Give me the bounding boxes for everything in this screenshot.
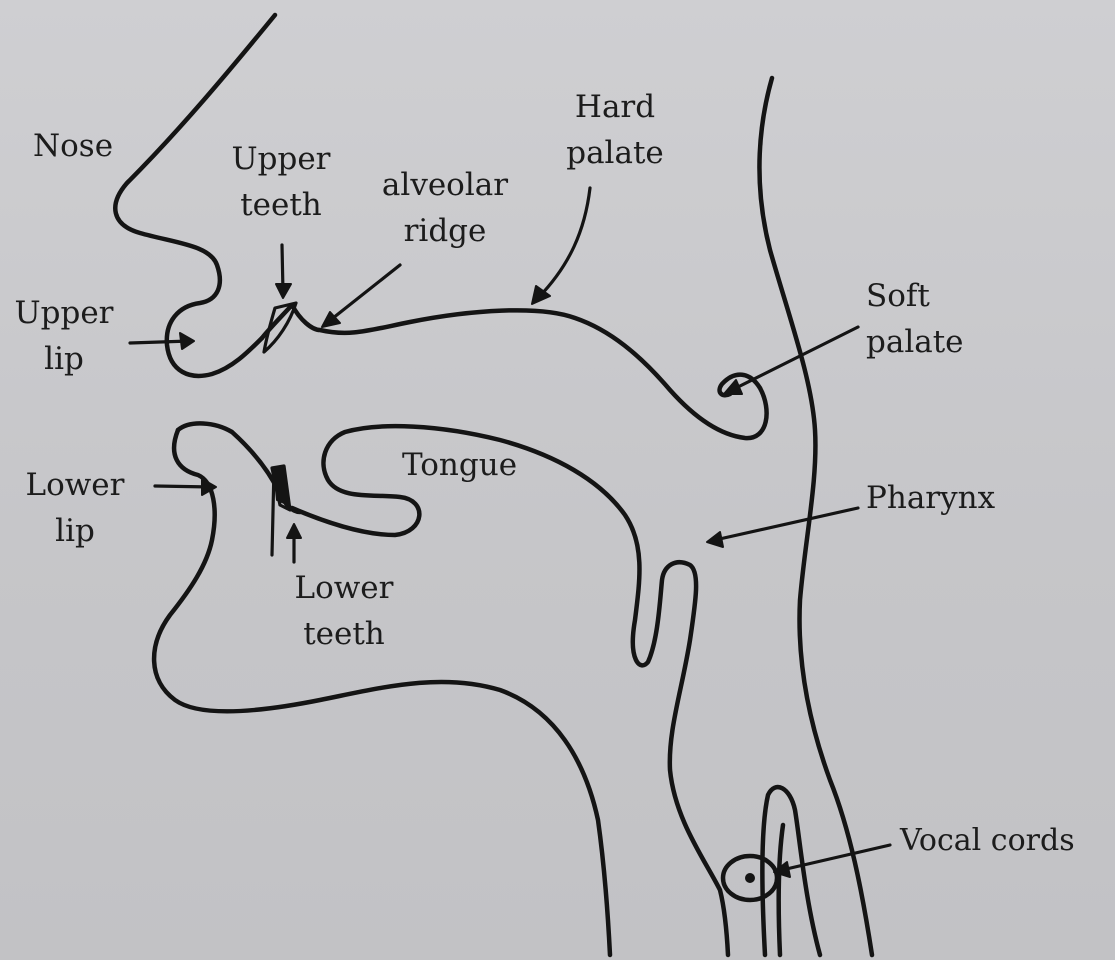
label-hard-palate-line1: Hard [555, 84, 675, 130]
label-alveolar-ridge-line2: ridge [366, 208, 524, 254]
label-lower-lip-line1: Lower [16, 462, 134, 508]
label-upper-teeth-line2: teeth [222, 182, 340, 228]
label-hard-palate: Hard palate [555, 84, 675, 176]
label-vocal-cords: Vocal cords [900, 818, 1075, 864]
label-alveolar-ridge: alveolar ridge [366, 162, 524, 254]
label-upper-lip: Upper lip [8, 290, 120, 382]
label-upper-lip-line1: Upper [8, 290, 120, 336]
label-pharynx: Pharynx [866, 475, 995, 521]
hard-palate-arrow [538, 188, 590, 298]
label-soft-palate: Soft palate [866, 273, 964, 365]
lower-lip-jaw-outline [154, 430, 610, 955]
label-soft-palate-line1: Soft [866, 273, 964, 319]
label-nose-line1: Nose [33, 123, 113, 169]
alveolar-ridge-arrow [328, 265, 400, 322]
larynx-outline [762, 787, 820, 955]
pharynx-arrowhead [707, 532, 723, 547]
label-nose: Nose [33, 123, 113, 169]
upper-lip-arrowhead [180, 333, 194, 349]
label-alveolar-ridge-line1: alveolar [366, 162, 524, 208]
label-upper-lip-line2: lip [8, 336, 120, 382]
pharynx-arrow [715, 508, 858, 540]
label-upper-teeth: Upper teeth [222, 136, 340, 228]
roof-of-mouth-outline [262, 305, 767, 438]
label-lower-teeth-line2: teeth [283, 611, 405, 657]
label-lower-teeth: Lower teeth [283, 565, 405, 657]
lower-teeth-arrowhead [287, 524, 301, 538]
label-tongue: Tongue [402, 442, 517, 488]
label-lower-teeth-line1: Lower [283, 565, 405, 611]
label-hard-palate-line2: palate [555, 130, 675, 176]
label-lower-lip: Lower lip [16, 462, 134, 554]
larynx-inner [779, 825, 783, 955]
label-vocal-cords-line1: Vocal cords [900, 818, 1075, 864]
upper-teeth-arrowhead [276, 284, 291, 298]
label-soft-palate-line2: palate [866, 319, 964, 365]
label-upper-teeth-line1: Upper [222, 136, 340, 182]
vocal-cords-dot [746, 874, 754, 882]
label-lower-lip-line2: lip [16, 508, 134, 554]
label-pharynx-line1: Pharynx [866, 475, 995, 521]
label-tongue-line1: Tongue [402, 442, 517, 488]
upper-tooth [264, 303, 296, 352]
lower-tooth-fill [274, 467, 289, 505]
